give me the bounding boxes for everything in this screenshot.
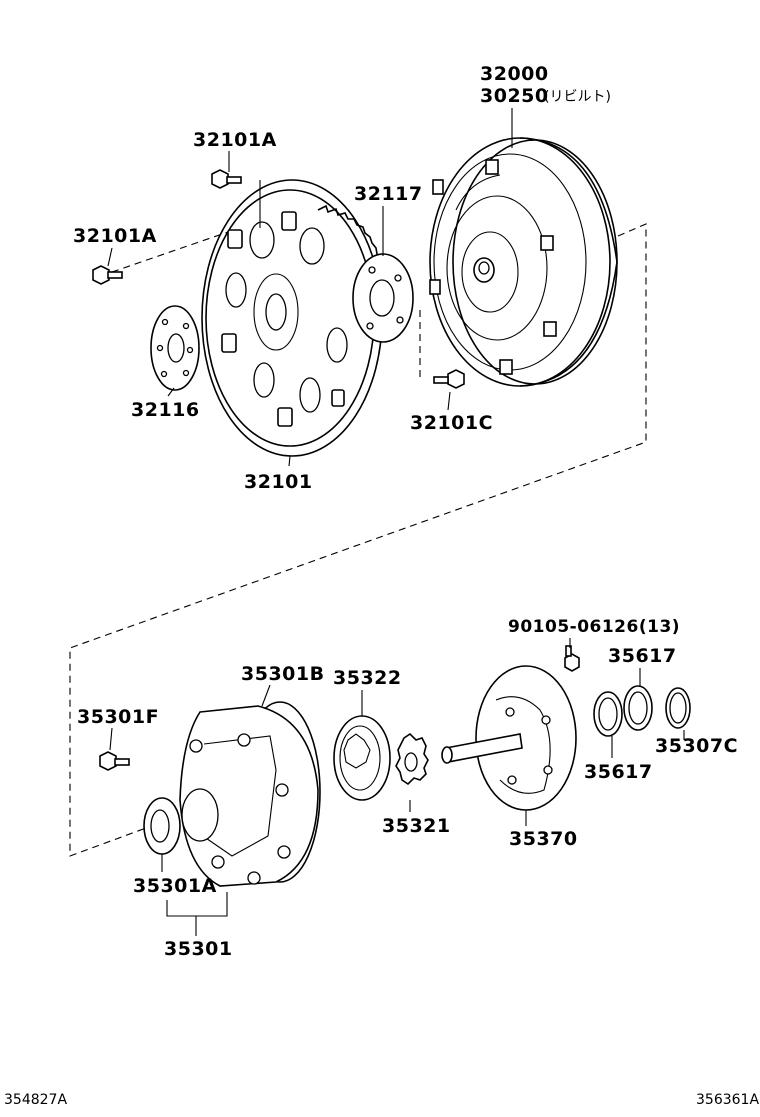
label-32101: 32101 — [244, 471, 313, 493]
leader-lines — [107, 108, 685, 936]
label-35617-top: 35617 — [608, 645, 677, 667]
stator-shaft-35370 — [441, 665, 577, 811]
bolt-90105 — [564, 645, 580, 672]
label-32101A-top: 32101A — [193, 129, 277, 151]
label-35307C: 35307C — [655, 735, 738, 757]
part-labels: 32000 30250 (リビルト) 32101A 32101A 32117 3… — [4, 63, 759, 1108]
pump-body — [179, 701, 321, 887]
label-35322: 35322 — [333, 667, 402, 689]
label-35321: 35321 — [382, 815, 451, 837]
plate-32116 — [150, 305, 200, 391]
label-35301: 35301 — [164, 938, 233, 960]
seal-ring-35307C — [665, 687, 691, 729]
footer-left-code: 354827A — [4, 1092, 67, 1108]
assembly-outline — [69, 223, 647, 857]
label-90105: 90105-06126(13) — [508, 617, 680, 637]
drive-plate — [201, 179, 383, 457]
footer-right-code: 356361A — [696, 1092, 759, 1108]
label-30250: 30250 — [480, 85, 549, 107]
label-32101C: 32101C — [410, 412, 493, 434]
label-30250-note: (リビルト) — [544, 89, 611, 105]
label-35301F: 35301F — [77, 706, 159, 728]
seal-ring-35617-b — [593, 691, 623, 737]
label-35301B: 35301B — [241, 663, 325, 685]
label-32101A-left: 32101A — [73, 225, 157, 247]
drive-gear-35321 — [395, 732, 429, 786]
torque-converter — [429, 137, 618, 387]
label-35370: 35370 — [509, 828, 578, 850]
label-32000: 32000 — [480, 63, 549, 85]
label-35301A: 35301A — [133, 875, 217, 897]
bolt-32101A-top — [211, 169, 242, 189]
seal-ring-35617-a — [623, 685, 653, 731]
driven-gear-35322 — [333, 715, 391, 801]
label-35617-bottom: 35617 — [584, 761, 653, 783]
oil-seal-35301A — [143, 797, 181, 855]
label-32117: 32117 — [354, 183, 423, 205]
bolt-32101A-left — [92, 265, 123, 285]
spacer-32117 — [352, 253, 414, 343]
label-32116: 32116 — [131, 399, 200, 421]
bolt-35301F — [99, 751, 130, 771]
bolt-32101C — [433, 369, 465, 389]
